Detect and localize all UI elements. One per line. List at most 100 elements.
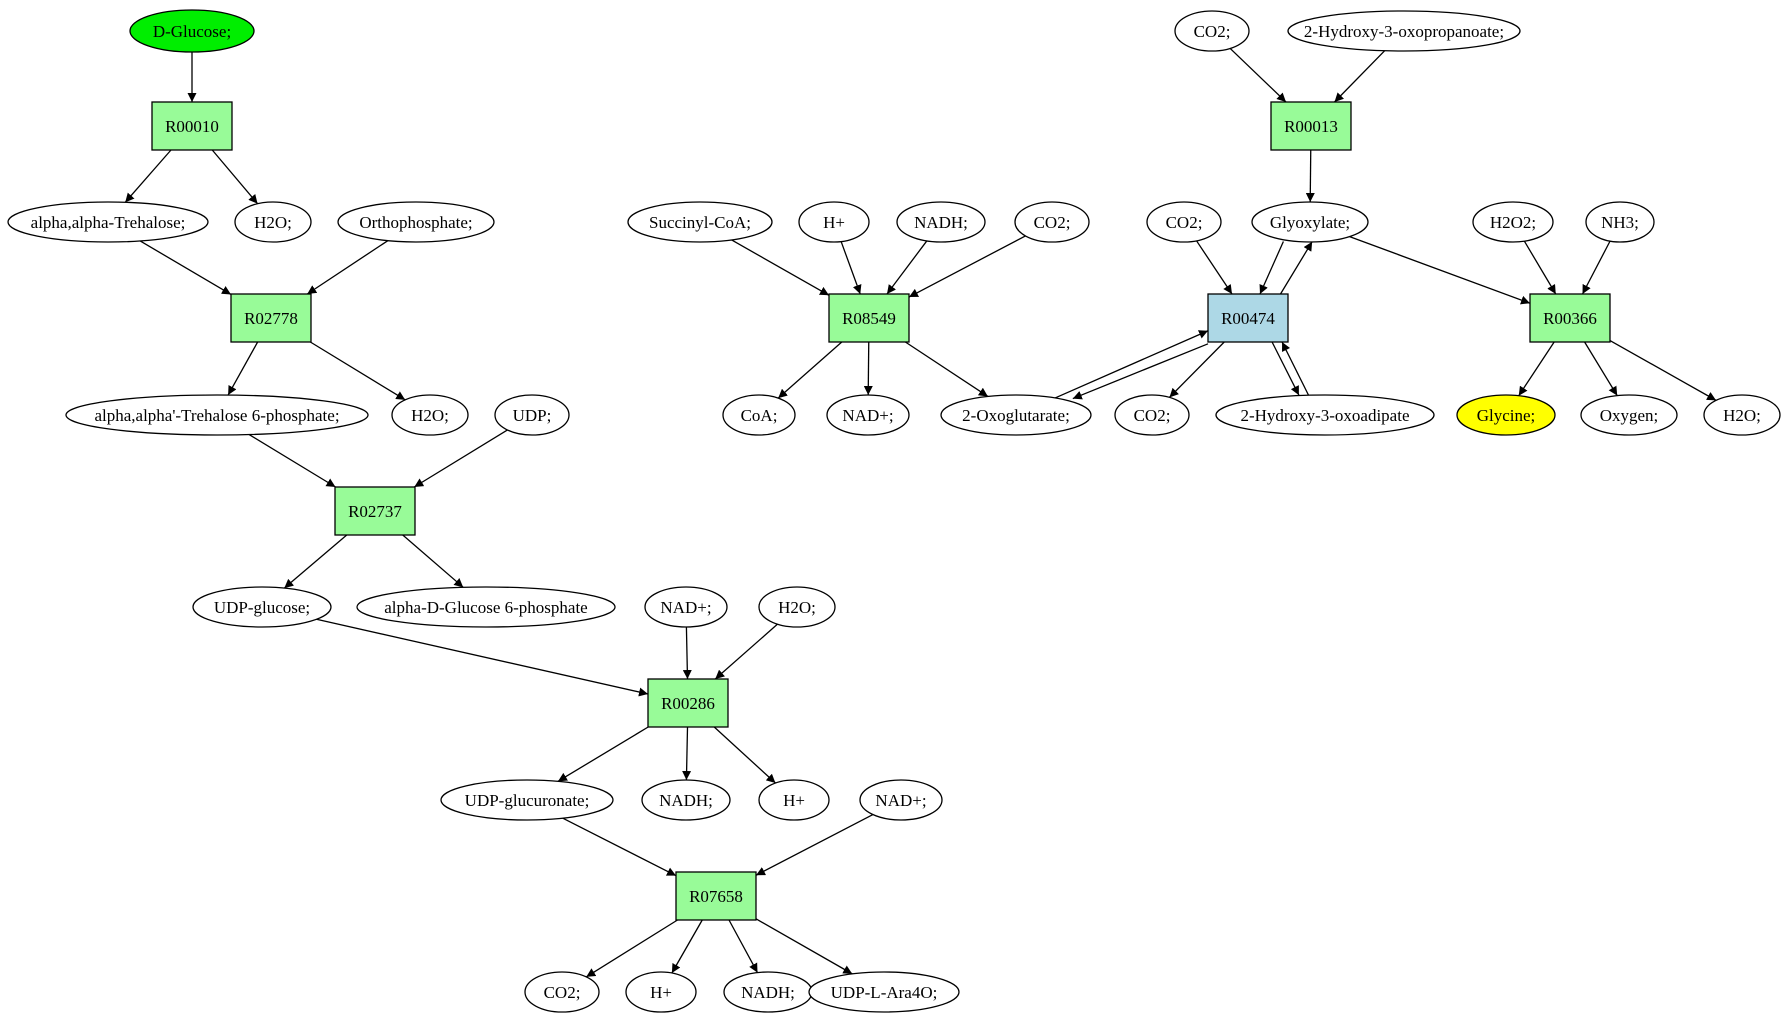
edge-R08549-to-coa: [777, 341, 843, 399]
reaction-node-R08549: R08549: [828, 293, 910, 343]
compound-node-h2o_c: H2O;: [758, 586, 836, 628]
node-label: alpha,alpha-Trehalose;: [31, 213, 186, 232]
node-label: CO2;: [1134, 406, 1171, 425]
edge-R00010-to-h2o_a: [211, 149, 259, 205]
node-label: NH3;: [1601, 213, 1639, 232]
reaction-box: [675, 871, 757, 921]
compound-ellipse: [337, 201, 495, 243]
compound-ellipse: [440, 779, 614, 821]
edge-R02737-to-udpglucose: [283, 534, 348, 589]
node-label: H2O;: [254, 213, 292, 232]
compound-node-hplus_b: H+: [625, 971, 697, 1013]
edge-R00366-to-h2o_d: [1609, 339, 1717, 401]
edge-h2o_c-to-R00286: [714, 623, 778, 680]
compound-ellipse: [1251, 201, 1369, 243]
edge-R07658-to-nadh_b: [728, 919, 759, 973]
edge-co2_c-to-R00474: [1196, 240, 1233, 295]
compound-ellipse: [859, 779, 943, 821]
compound-node-udp: UDP;: [494, 394, 570, 436]
compound-ellipse: [940, 394, 1092, 436]
edge-hydroxyoxoadipate-to-R00474: [1281, 341, 1310, 396]
node-label: CO2;: [1034, 213, 1071, 232]
compound-ellipse: [1114, 394, 1190, 436]
node-label: Oxygen;: [1600, 406, 1659, 425]
edge-R00013-to-glyoxylate: [1305, 149, 1315, 203]
reaction-node-R00013: R00013: [1270, 101, 1352, 151]
compound-node-glycine: Glycine;: [1456, 394, 1556, 436]
node-label: NADH;: [914, 213, 968, 232]
node-label: H2O;: [778, 598, 816, 617]
edge-R07658-to-co2_a: [585, 919, 678, 978]
compound-node-glucose: D-Glucose;: [129, 9, 255, 53]
compound-ellipse: [1703, 394, 1781, 436]
compound-ellipse: [1472, 201, 1554, 243]
reaction-box: [334, 486, 416, 536]
edge-h2o2-to-R00366: [1523, 240, 1557, 295]
edge-nadh_c-to-R08549: [886, 240, 928, 295]
compound-ellipse: [722, 394, 796, 436]
compound-ellipse: [1456, 394, 1556, 436]
reaction-box: [647, 678, 729, 728]
edge-R00366-to-oxygen: [1584, 341, 1618, 396]
edge-glyoxylate-to-R00366: [1349, 236, 1531, 305]
edge-co2_top-to-R00013: [1229, 47, 1287, 103]
compound-ellipse: [129, 9, 255, 53]
compound-node-trehalose6p: alpha,alpha'-Trehalose 6-phosphate;: [65, 394, 369, 436]
compound-ellipse: [1014, 201, 1090, 243]
compound-node-glyoxylate: Glyoxylate;: [1251, 201, 1369, 243]
node-label: R00474: [1221, 309, 1275, 328]
node-label: H+: [650, 983, 672, 1002]
edge-R00010-to-trehalose: [124, 149, 172, 203]
node-label: Glyoxylate;: [1270, 213, 1350, 232]
compound-node-nadh_c: NADH;: [896, 201, 986, 243]
edge-hydroxyoxopropanoate-to-R00013: [1334, 50, 1386, 103]
node-label: D-Glucose;: [153, 22, 231, 41]
compound-node-nadh_a: NADH;: [641, 779, 731, 821]
node-label: UDP-glucuronate;: [465, 791, 590, 810]
node-label: R00286: [661, 694, 715, 713]
compound-ellipse: [1146, 201, 1222, 243]
node-label: CoA;: [741, 406, 778, 425]
compound-node-h2o2: H2O2;: [1472, 201, 1554, 243]
compound-node-succinylcoa: Succinyl-CoA;: [627, 201, 773, 243]
node-label: 2-Hydroxy-3-oxoadipate: [1240, 406, 1409, 425]
node-label: NAD+;: [660, 598, 711, 617]
compound-node-hplus_c: H+: [798, 201, 870, 243]
reaction-box: [1270, 101, 1352, 151]
compound-ellipse: [826, 394, 910, 436]
compound-node-trehalose: alpha,alpha-Trehalose;: [7, 201, 209, 243]
edge-R08549-to-nadp_c: [863, 341, 873, 396]
node-label: alpha-D-Glucose 6-phosphate: [384, 598, 587, 617]
node-label: NAD+;: [875, 791, 926, 810]
compound-node-nadp_c: NAD+;: [826, 394, 910, 436]
node-label: CO2;: [1166, 213, 1203, 232]
node-label: R00013: [1284, 117, 1338, 136]
node-label: NADH;: [659, 791, 713, 810]
compound-node-nadp_a: NAD+;: [644, 586, 728, 628]
compound-node-coa: CoA;: [722, 394, 796, 436]
node-label: 2-Oxoglutarate;: [962, 406, 1070, 425]
edge-R00366-to-glycine: [1518, 341, 1555, 397]
compound-ellipse: [896, 201, 986, 243]
edge-R00286-to-hplus_a: [713, 726, 776, 784]
node-label: H2O;: [411, 406, 449, 425]
node-label: CO2;: [544, 983, 581, 1002]
reaction-node-R07658: R07658: [675, 871, 757, 921]
compound-ellipse: [1174, 10, 1250, 52]
edge-R02778-to-trehalose6p: [227, 341, 259, 396]
compound-ellipse: [192, 586, 332, 628]
edge-R07658-to-udpara: [755, 918, 853, 975]
reaction-box: [1529, 293, 1611, 343]
node-label: R00366: [1543, 309, 1597, 328]
edge-nh3-to-R00366: [1581, 240, 1611, 295]
edge-R07658-to-hplus_b: [671, 919, 703, 974]
node-label: H+: [783, 791, 805, 810]
compound-ellipse: [808, 971, 960, 1013]
compound-ellipse: [1215, 394, 1435, 436]
compound-node-udpglucuronate: UDP-glucuronate;: [440, 779, 614, 821]
edge-nadp_b-to-R07658: [755, 813, 874, 876]
node-label: Glycine;: [1477, 406, 1536, 425]
compound-node-oxoglutarate: 2-Oxoglutarate;: [940, 394, 1092, 436]
compound-node-orthophosphate: Orthophosphate;: [337, 201, 495, 243]
edge-udpglucose-to-R00286: [316, 618, 649, 697]
